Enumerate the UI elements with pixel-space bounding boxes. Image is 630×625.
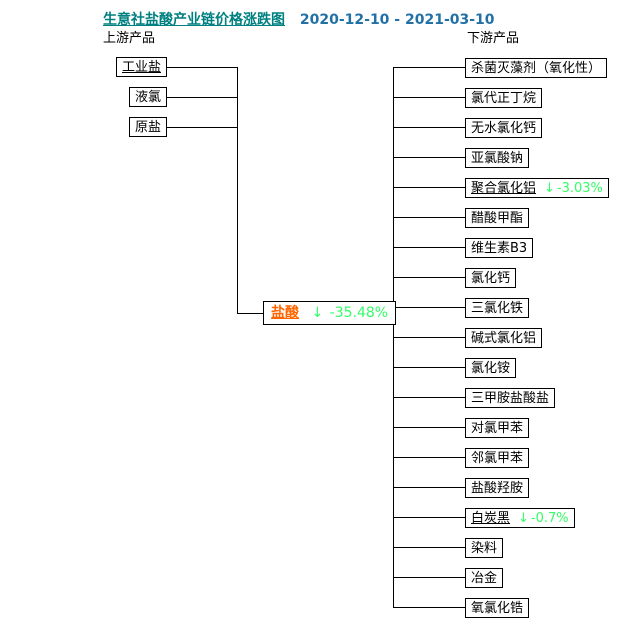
upstream-product-box-lvlv: 液氯 bbox=[128, 87, 167, 107]
page-title: 生意社盐酸产业链价格涨跌图 2020-12-10 - 2021-03-10 bbox=[103, 9, 495, 29]
downstream-product-box: 碱式氯化铝 bbox=[465, 328, 543, 348]
downstream-header: 下游产品 bbox=[467, 31, 520, 46]
downstream-product-box: 无水氯化钙 bbox=[465, 118, 543, 138]
product-label: 氧氯化锆 bbox=[471, 601, 524, 616]
product-label: 三氯化铁 bbox=[471, 301, 524, 316]
product-label: 碱式氯化铝 bbox=[471, 331, 537, 346]
product-label: 杀菌灭藻剂（氧化性） bbox=[471, 61, 602, 76]
downstream-product-box: 三氯化铁 bbox=[465, 298, 530, 318]
downstream-product-box: 氯化铵 bbox=[465, 358, 517, 378]
downstream-product-box: 三甲胺盐酸盐 bbox=[465, 388, 556, 408]
change-percent: -3.03% bbox=[556, 181, 603, 196]
product-label: 氯化钙 bbox=[471, 271, 511, 286]
upstream-product-box-yuanyan: 原盐 bbox=[128, 117, 167, 137]
title-text[interactable]: 生意社盐酸产业链价格涨跌图 bbox=[103, 12, 285, 28]
product-label: 氯代正丁烷 bbox=[471, 91, 537, 106]
product-label: 染料 bbox=[471, 541, 498, 556]
product-label[interactable]: 工业盐 bbox=[121, 60, 161, 75]
center-product-box-yansuan[interactable]: 盐酸 ↓ -35.48% bbox=[263, 301, 397, 325]
product-label: 原盐 bbox=[134, 120, 161, 135]
product-label: 三甲胺盐酸盐 bbox=[471, 391, 550, 406]
downstream-product-box: 对氯甲苯 bbox=[465, 418, 530, 438]
downstream-product-box: 维生素B3 bbox=[465, 238, 534, 258]
downstream-product-box: 氯化钙 bbox=[465, 268, 517, 288]
downstream-product-box[interactable]: 白炭黑 ↓-0.7% bbox=[465, 508, 575, 528]
change-percent: -35.48% bbox=[329, 305, 389, 321]
product-label: 维生素B3 bbox=[471, 241, 528, 256]
product-label: 亚氯酸钠 bbox=[471, 151, 524, 166]
downstream-product-box: 醋酸甲酯 bbox=[465, 208, 530, 228]
product-label: 无水氯化钙 bbox=[471, 121, 537, 136]
product-label: 邻氯甲苯 bbox=[471, 451, 524, 466]
product-label: 醋酸甲酯 bbox=[471, 211, 524, 226]
down-arrow-icon: ↓ bbox=[311, 305, 324, 321]
product-label: 冶金 bbox=[471, 571, 498, 586]
downstream-product-box: 杀菌灭藻剂（氧化性） bbox=[465, 58, 608, 78]
downstream-product-box[interactable]: 聚合氯化铝 ↓-3.03% bbox=[465, 178, 609, 198]
downstream-product-box: 盐酸羟胺 bbox=[465, 478, 530, 498]
date-range: 2020-12-10 - 2021-03-10 bbox=[299, 12, 495, 28]
product-label: 液氯 bbox=[134, 90, 161, 105]
down-arrow-icon: ↓ bbox=[544, 181, 555, 196]
product-label[interactable]: 盐酸 bbox=[271, 305, 299, 321]
downstream-product-box: 氯代正丁烷 bbox=[465, 88, 543, 108]
downstream-product-box: 氧氯化锆 bbox=[465, 598, 530, 618]
product-label[interactable]: 白炭黑 bbox=[471, 511, 511, 526]
product-label[interactable]: 聚合氯化铝 bbox=[471, 181, 537, 196]
product-label: 氯化铵 bbox=[471, 361, 511, 376]
change-percent: -0.7% bbox=[530, 511, 569, 526]
downstream-product-box: 邻氯甲苯 bbox=[465, 448, 530, 468]
down-arrow-icon: ↓ bbox=[518, 511, 529, 526]
downstream-product-box: 染料 bbox=[465, 538, 504, 558]
product-label: 盐酸羟胺 bbox=[471, 481, 524, 496]
downstream-product-box: 亚氯酸钠 bbox=[465, 148, 530, 168]
downstream-product-box: 冶金 bbox=[465, 568, 504, 588]
upstream-product-box-gongyeyan[interactable]: 工业盐 bbox=[115, 57, 167, 77]
downstream-column: 杀菌灭藻剂（氧化性） 氯代正丁烷 无水氯化钙 亚氯酸钠 聚合氯化铝↓-3.03%… bbox=[465, 57, 609, 625]
product-label: 对氯甲苯 bbox=[471, 421, 524, 436]
upstream-header: 上游产品 bbox=[103, 31, 156, 46]
